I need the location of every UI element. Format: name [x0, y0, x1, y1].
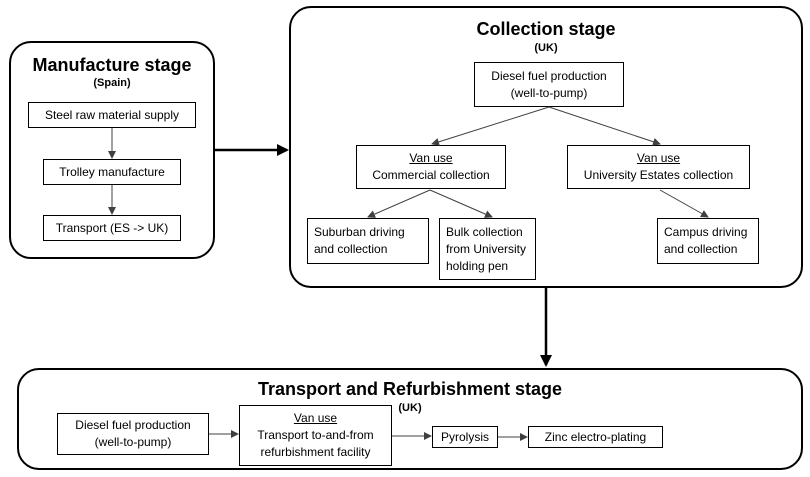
transport-stage-title: Transport and Refurbishment stage [257, 379, 563, 399]
van-commercial-subtitle: Commercial collection [372, 168, 490, 182]
bulk-line3: holding pen [446, 258, 509, 273]
transport-van-line2: refurbishment facility [260, 445, 371, 459]
manufacture-stage-title: Manufacture stage [32, 55, 192, 75]
van-commercial-box: Van use Commercial collection [356, 145, 506, 189]
collection-diesel-line2: (well-to-pump) [510, 85, 588, 100]
transport-van-title: Van use [293, 411, 338, 425]
pyrolysis-box: Pyrolysis [432, 426, 498, 448]
campus-line1: Campus driving [664, 225, 748, 239]
bulk-line2: from University [446, 241, 527, 256]
collection-diesel-line1: Diesel fuel production [491, 68, 607, 83]
manufacture-stage-country: (Spain) [93, 77, 131, 89]
trolley-manufacture-box: Trolley manufacture [43, 159, 181, 185]
steel-supply-box: Steel raw material supply [28, 102, 196, 128]
van-university-subtitle: University Estates collection [583, 168, 734, 182]
transport-diesel-line2: (well-to-pump) [94, 435, 172, 449]
campus-box: Campus driving and collection [657, 218, 759, 264]
transport-van-line1: Transport to-and-from [257, 428, 374, 442]
zinc-plating-label: Zinc electro-plating [544, 429, 647, 444]
campus-line2: and collection [664, 242, 738, 256]
transport-diesel-line1: Diesel fuel production [75, 418, 191, 432]
transport-es-uk-label: Transport (ES -> UK) [55, 220, 169, 235]
suburban-line1: Suburban driving [314, 225, 405, 239]
collection-stage-country: (UK) [534, 42, 558, 54]
bulk-collection-box: Bulk collection from University holding … [439, 218, 536, 280]
bulk-line1: Bulk collection [446, 224, 523, 239]
collection-diesel-box: Diesel fuel production (well-to-pump) [474, 62, 624, 107]
zinc-plating-box: Zinc electro-plating [528, 426, 663, 448]
transport-diesel-box: Diesel fuel production (well-to-pump) [57, 413, 209, 455]
suburban-line2: and collection [314, 242, 388, 256]
van-university-box: Van use University Estates collection [567, 145, 750, 189]
steel-supply-label: Steel raw material supply [44, 107, 180, 122]
trolley-manufacture-label: Trolley manufacture [59, 164, 165, 179]
collection-stage-title: Collection stage [476, 19, 616, 39]
van-university-title: Van use [636, 151, 681, 165]
pyrolysis-label: Pyrolysis [440, 429, 489, 444]
transport-stage-country: (UK) [398, 402, 422, 414]
suburban-box: Suburban driving and collection [307, 218, 429, 264]
van-commercial-title: Van use [409, 151, 453, 165]
transport-van-box: Van use Transport to-and-from refurbishm… [239, 405, 392, 466]
transport-es-uk-box: Transport (ES -> UK) [43, 215, 181, 241]
